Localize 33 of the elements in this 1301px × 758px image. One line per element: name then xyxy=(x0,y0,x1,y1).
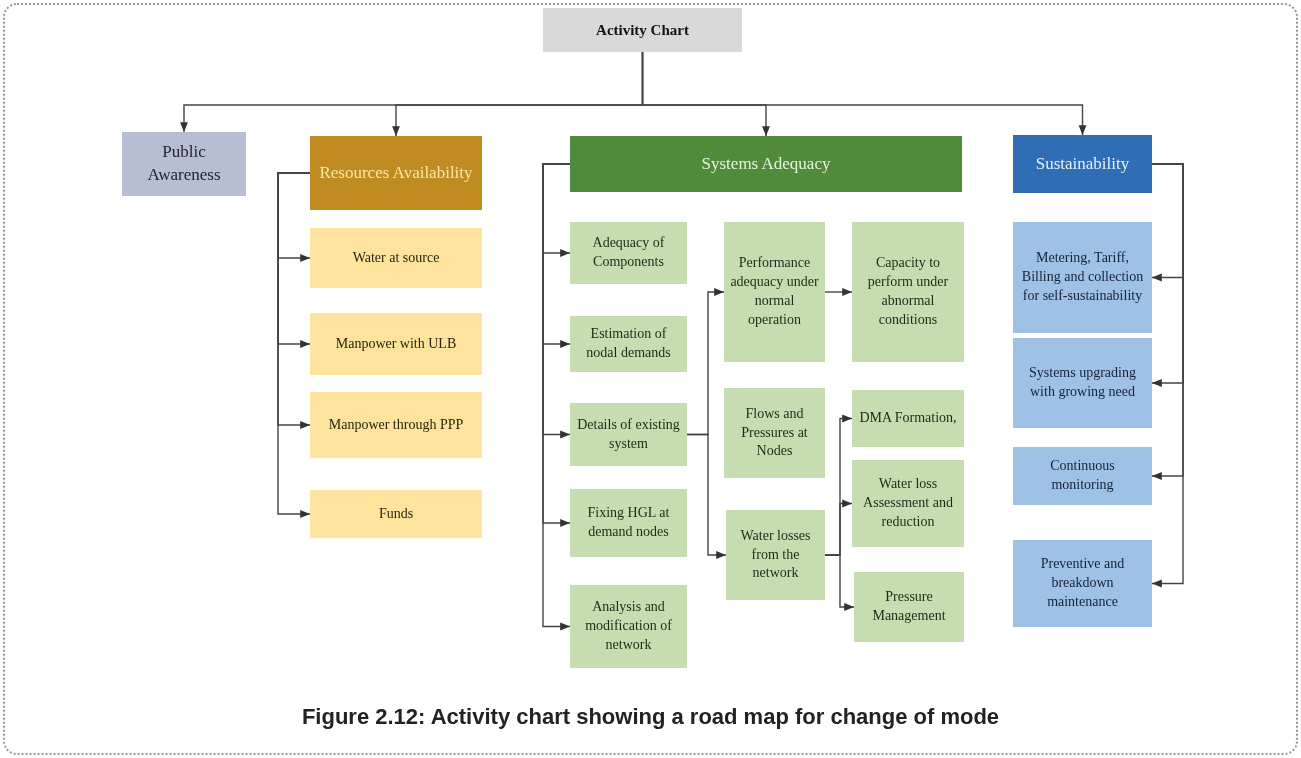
activity-box: Performance adequacy under normal operation xyxy=(724,222,825,362)
category-box: Sustainability xyxy=(1013,135,1152,193)
category-box: Resources Availability xyxy=(310,136,482,210)
connector-arrow xyxy=(1151,163,1184,588)
connector-arrow xyxy=(824,554,855,611)
connector-arrow xyxy=(686,433,727,559)
activity-box: Manpower through PPP xyxy=(310,392,482,458)
activity-box: Manpower with ULB xyxy=(310,313,482,375)
category-box: Public Awareness xyxy=(122,132,246,196)
activity-box: Fixing HGL at demand nodes xyxy=(570,489,687,557)
activity-box: Systems upgrading with growing need xyxy=(1013,338,1152,428)
activity-box: DMA Formation, xyxy=(852,390,964,447)
activity-box: Water loss Assessment and reduction xyxy=(852,460,964,547)
connector-arrow xyxy=(824,288,853,296)
activity-box: Details of existing system xyxy=(570,403,687,466)
activity-box: Pressure Management xyxy=(854,572,964,642)
activity-box: Adequacy of Components xyxy=(570,222,687,284)
activity-box: Capacity to perform under abnormal conditions xyxy=(852,222,964,362)
activity-box: Funds xyxy=(310,490,482,538)
activity-box: Water losses from the network xyxy=(726,510,825,600)
category-box: Systems Adequacy xyxy=(570,136,962,192)
activity-box: Water at source xyxy=(310,228,482,288)
activity-box: Estimation of nodal demands xyxy=(570,316,687,372)
activity-box: Flows and Pressures at Nodes xyxy=(724,388,825,478)
figure-caption: Figure 2.12: Activity chart showing a road map for change of mode xyxy=(301,704,1000,729)
activity-box: Preventive and breakdown maintenance xyxy=(1013,540,1152,627)
activity-box: Metering, Tariff, Billing and collection for self-sustainability xyxy=(1013,222,1152,333)
activity-box: Analysis and modification of network xyxy=(570,585,687,668)
connector-arrow xyxy=(277,172,311,518)
connector-arrow xyxy=(641,51,1087,136)
connector-arrow xyxy=(542,163,571,631)
title-box: Activity Chart xyxy=(543,8,742,52)
activity-box: Continuous monitoring xyxy=(1013,447,1152,505)
